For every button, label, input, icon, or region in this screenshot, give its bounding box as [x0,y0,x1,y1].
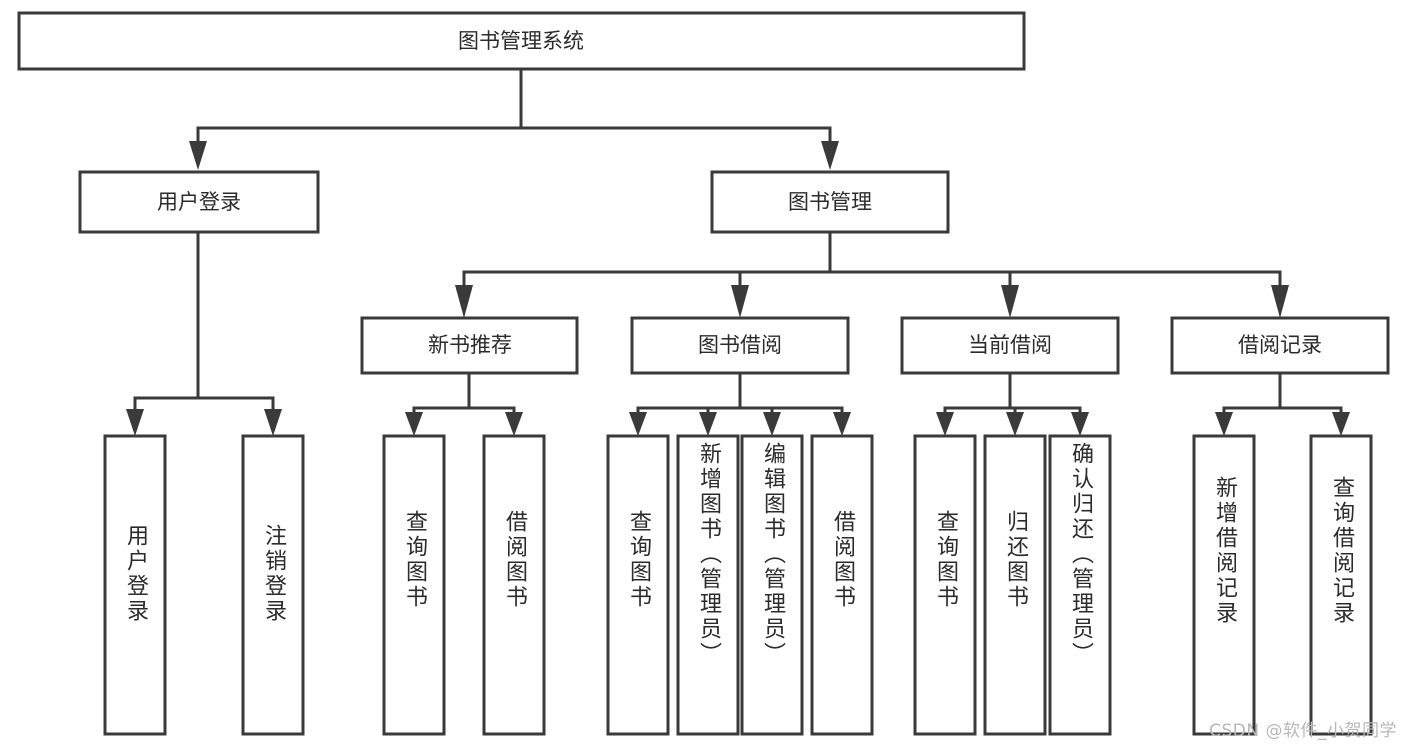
connector-group-root [189,67,839,170]
leaf-box-book-borrow-1[interactable] [676,434,740,736]
connector-group-current-borrow [936,371,1089,436]
arrow-to-leaf-bookborrow-3 [833,412,851,436]
arrow-to-leaf-bookborrow-1 [699,412,717,436]
arrow-to-leaf-currentborrow-0 [936,412,954,436]
arrow-to-leaf-user-login-0 [126,409,144,436]
node-box-root[interactable] [17,11,1026,71]
leaf-box-book-borrow-3[interactable] [810,434,874,736]
leaf-box-current-borrow-2[interactable] [1048,434,1112,736]
node-label-new-book-recommend: 新书推荐 [428,333,512,357]
node-box-new-book-recommend[interactable] [360,316,579,375]
leaf-box-user-login-0[interactable] [103,434,167,736]
node-box-user-login[interactable] [78,170,320,234]
leaf-box-book-borrow-2[interactable] [740,434,804,736]
arrow-to-leaf-borrowrecord-1 [1332,412,1350,436]
arrow-to-book-borrow [731,285,749,318]
arrow-to-leaf-borrowrecord-0 [1215,412,1233,436]
node-label-book-management: 图书管理 [788,190,872,214]
node-box-book-management[interactable] [710,170,950,234]
arrow-to-leaf-user-login-1 [264,409,282,436]
arrow-to-leaf-currentborrow-2 [1071,412,1089,436]
arrow-to-leaf-currentborrow-1 [1006,412,1024,436]
connector-group-user-login [126,230,282,436]
arrow-to-leaf-newbook-0 [405,412,423,436]
csdn-watermark: CSDN @软件_小贺同学 [1209,721,1397,741]
arrow-to-new-book [455,285,473,318]
leaf-box-new-book-0[interactable] [382,434,446,736]
node-label-root: 图书管理系统 [458,29,584,53]
node-box-current-borrow[interactable] [900,316,1120,375]
leaf-box-new-book-1[interactable] [482,434,546,736]
connector-group-new-book [405,371,523,436]
arrow-to-user-login [189,141,207,170]
arrow-to-leaf-newbook-1 [505,412,523,436]
connector-group-book-borrow [629,371,851,436]
connector-group-book-mgmt [455,230,1289,318]
node-label-book-borrow: 图书借阅 [698,333,782,357]
node-label-borrow-record: 借阅记录 [1238,333,1322,357]
arrow-to-book-mgmt [821,141,839,170]
node-box-borrow-record[interactable] [1170,316,1390,375]
connector-group-borrow-record [1215,371,1350,436]
leaf-box-user-login-1[interactable] [241,434,305,736]
arrow-to-borrow-record [1271,285,1289,318]
node-box-book-borrow[interactable] [630,316,850,375]
node-label-current-borrow: 当前借阅 [968,333,1052,357]
leaf-box-borrow-record-1[interactable] [1309,434,1373,736]
arrow-to-current-borrow [1001,285,1019,318]
arrow-to-leaf-bookborrow-0 [629,412,647,436]
leaf-box-book-borrow-0[interactable] [606,434,670,736]
leaf-box-current-borrow-0[interactable] [913,434,977,736]
leaf-box-borrow-record-0[interactable] [1192,434,1256,736]
arrow-to-leaf-bookborrow-2 [763,412,781,436]
leaf-box-current-borrow-1[interactable] [983,434,1047,736]
node-label-user-login: 用户登录 [157,190,241,214]
